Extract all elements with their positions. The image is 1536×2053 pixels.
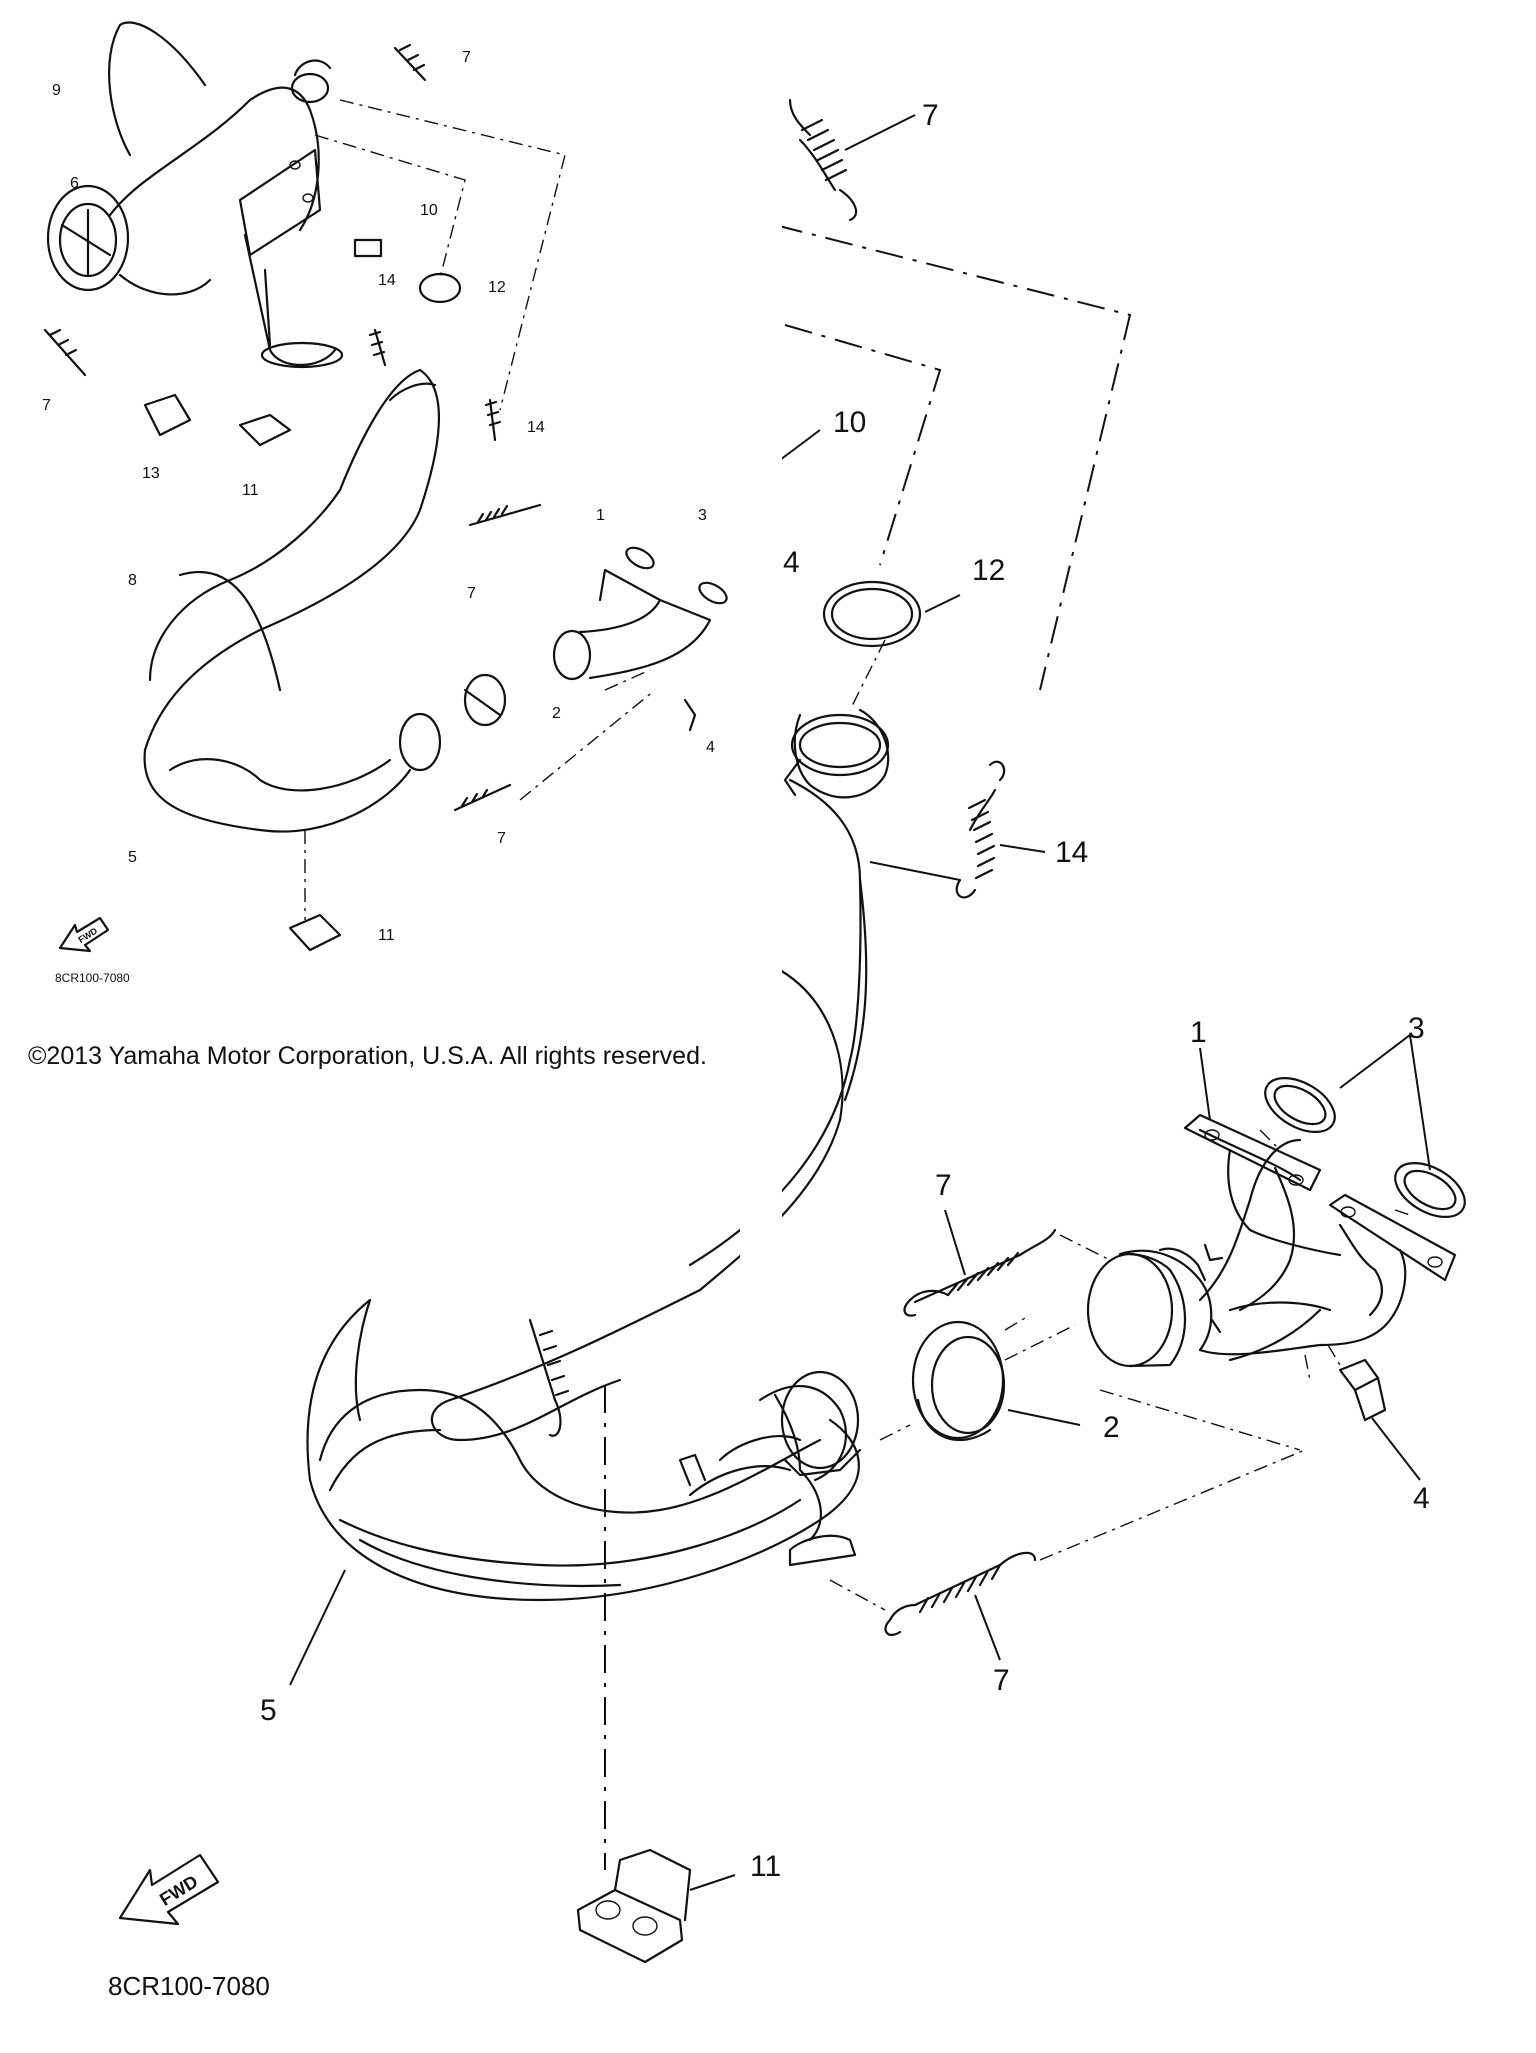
callout-4-small: 4 — [706, 739, 715, 756]
callout-13-small: 13 — [142, 465, 160, 482]
detail-view: 7 10 4 12 14 1 3 7 2 4 7 5 11 FWD 8CR100… — [108, 98, 1466, 2001]
callout-7-small-d: 7 — [497, 830, 506, 847]
callout-12: 12 — [972, 554, 1005, 587]
chamber-inlet-large — [783, 708, 890, 799]
callout-10-small: 10 — [420, 202, 438, 219]
callout-14-small-a: 14 — [378, 272, 396, 289]
expansion-chamber-large — [306, 778, 868, 1602]
callout-7-mid: 7 — [935, 1169, 952, 1202]
assembly-dash-lines-large — [604, 224, 1301, 1870]
gasket-ring-12-large — [822, 580, 922, 648]
small-parts — [43, 43, 502, 447]
manifold-small — [178, 503, 728, 952]
callout-1: 1 — [1190, 1016, 1207, 1049]
spring-7-top-large — [788, 98, 916, 222]
callout-2-small: 2 — [552, 705, 561, 722]
callout-6-small: 6 — [70, 175, 79, 192]
spring-7-bottom-large — [829, 1449, 1306, 1661]
callout-2: 2 — [1103, 1411, 1120, 1444]
callout-11-small-b: 11 — [378, 927, 395, 944]
callout-7-bottom: 7 — [993, 1664, 1010, 1697]
callout-11: 11 — [750, 1850, 781, 1883]
spring-8-large — [528, 1318, 570, 1437]
silencer-6-small — [46, 59, 344, 369]
expansion-chamber-small — [143, 368, 442, 833]
callout-3: 3 — [1408, 1012, 1425, 1045]
callout-labels-small: 9 7 6 10 14 12 7 14 13 11 1 3 8 7 2 4 7 … — [42, 49, 715, 944]
callout-12-small: 12 — [488, 279, 506, 296]
callout-8-small: 8 — [128, 572, 137, 589]
copyright-notice: ©2013 Yamaha Motor Corporation, U.S.A. A… — [28, 1042, 788, 1071]
exhaust-manifold-1-large — [1086, 1047, 1457, 1381]
sleeve-2-large — [879, 1320, 1081, 1442]
fwd-arrow-small: FWD — [58, 916, 110, 953]
callout-labels-large: 7 10 4 12 14 1 3 7 2 4 7 5 11 — [260, 99, 1430, 1883]
overview-inset: 9 7 6 10 14 12 7 14 13 11 1 3 8 7 2 4 7 … — [42, 21, 728, 985]
callout-1-small: 1 — [596, 507, 605, 524]
assembly-dash-lines-small — [304, 99, 656, 920]
diagram-code-small: 8CR100-7080 — [55, 971, 130, 985]
callout-3-small: 3 — [698, 507, 707, 524]
callout-14-small-b: 14 — [527, 419, 545, 436]
spring-14-large — [869, 760, 1006, 899]
callout-5-small: 5 — [128, 849, 137, 866]
callout-7-top: 7 — [922, 99, 939, 132]
callout-4: 4 — [1413, 1482, 1430, 1515]
fwd-arrow-large: FWD — [118, 1853, 220, 1926]
callout-4-edge: 4 — [783, 546, 800, 579]
stay-9-small — [108, 21, 207, 157]
callout-7-small-a: 7 — [462, 49, 471, 66]
bracket-11-large — [576, 1848, 736, 1964]
callout-11-small-a: 11 — [242, 482, 259, 499]
spring-7-mid-large — [903, 1209, 1111, 1317]
callout-9-small: 9 — [52, 82, 61, 99]
diagram-code-large: 8CR100-7080 — [108, 1971, 270, 2001]
callout-7-small-c: 7 — [467, 585, 476, 602]
bolt-4-large — [1327, 1344, 1421, 1481]
gasket-3-large — [1259, 1033, 1466, 1219]
callout-7-small-b: 7 — [42, 397, 51, 414]
inset-boundary-mask — [740, 0, 782, 1300]
callout-14: 14 — [1055, 836, 1088, 869]
callout-5: 5 — [260, 1694, 277, 1727]
callout-10: 10 — [833, 406, 866, 439]
